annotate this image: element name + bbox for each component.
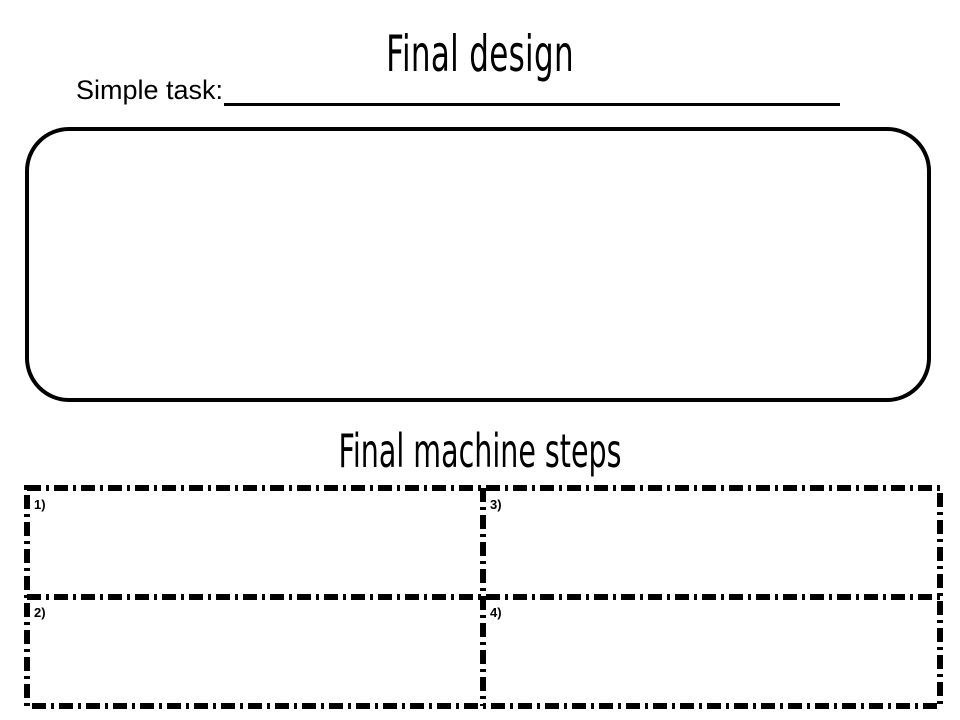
page-title: Final design: [386, 25, 574, 83]
step-label-2: 2): [34, 605, 46, 620]
step-cell-2[interactable]: [30, 600, 480, 703]
step-label-4: 4): [490, 605, 502, 620]
step-cell-1[interactable]: [30, 491, 480, 594]
step-cell-3[interactable]: [486, 491, 937, 594]
simple-task-blank-line[interactable]: [224, 72, 841, 106]
final-design-drawing-area[interactable]: [25, 127, 931, 402]
step-label-3: 3): [490, 497, 502, 512]
steps-title: Final machine steps: [338, 424, 622, 478]
simple-task-label: Simple task:: [76, 75, 224, 105]
step-label-1: 1): [34, 497, 46, 512]
step-cell-4[interactable]: [486, 600, 937, 703]
simple-task-prompt: Simple task:: [76, 72, 841, 108]
